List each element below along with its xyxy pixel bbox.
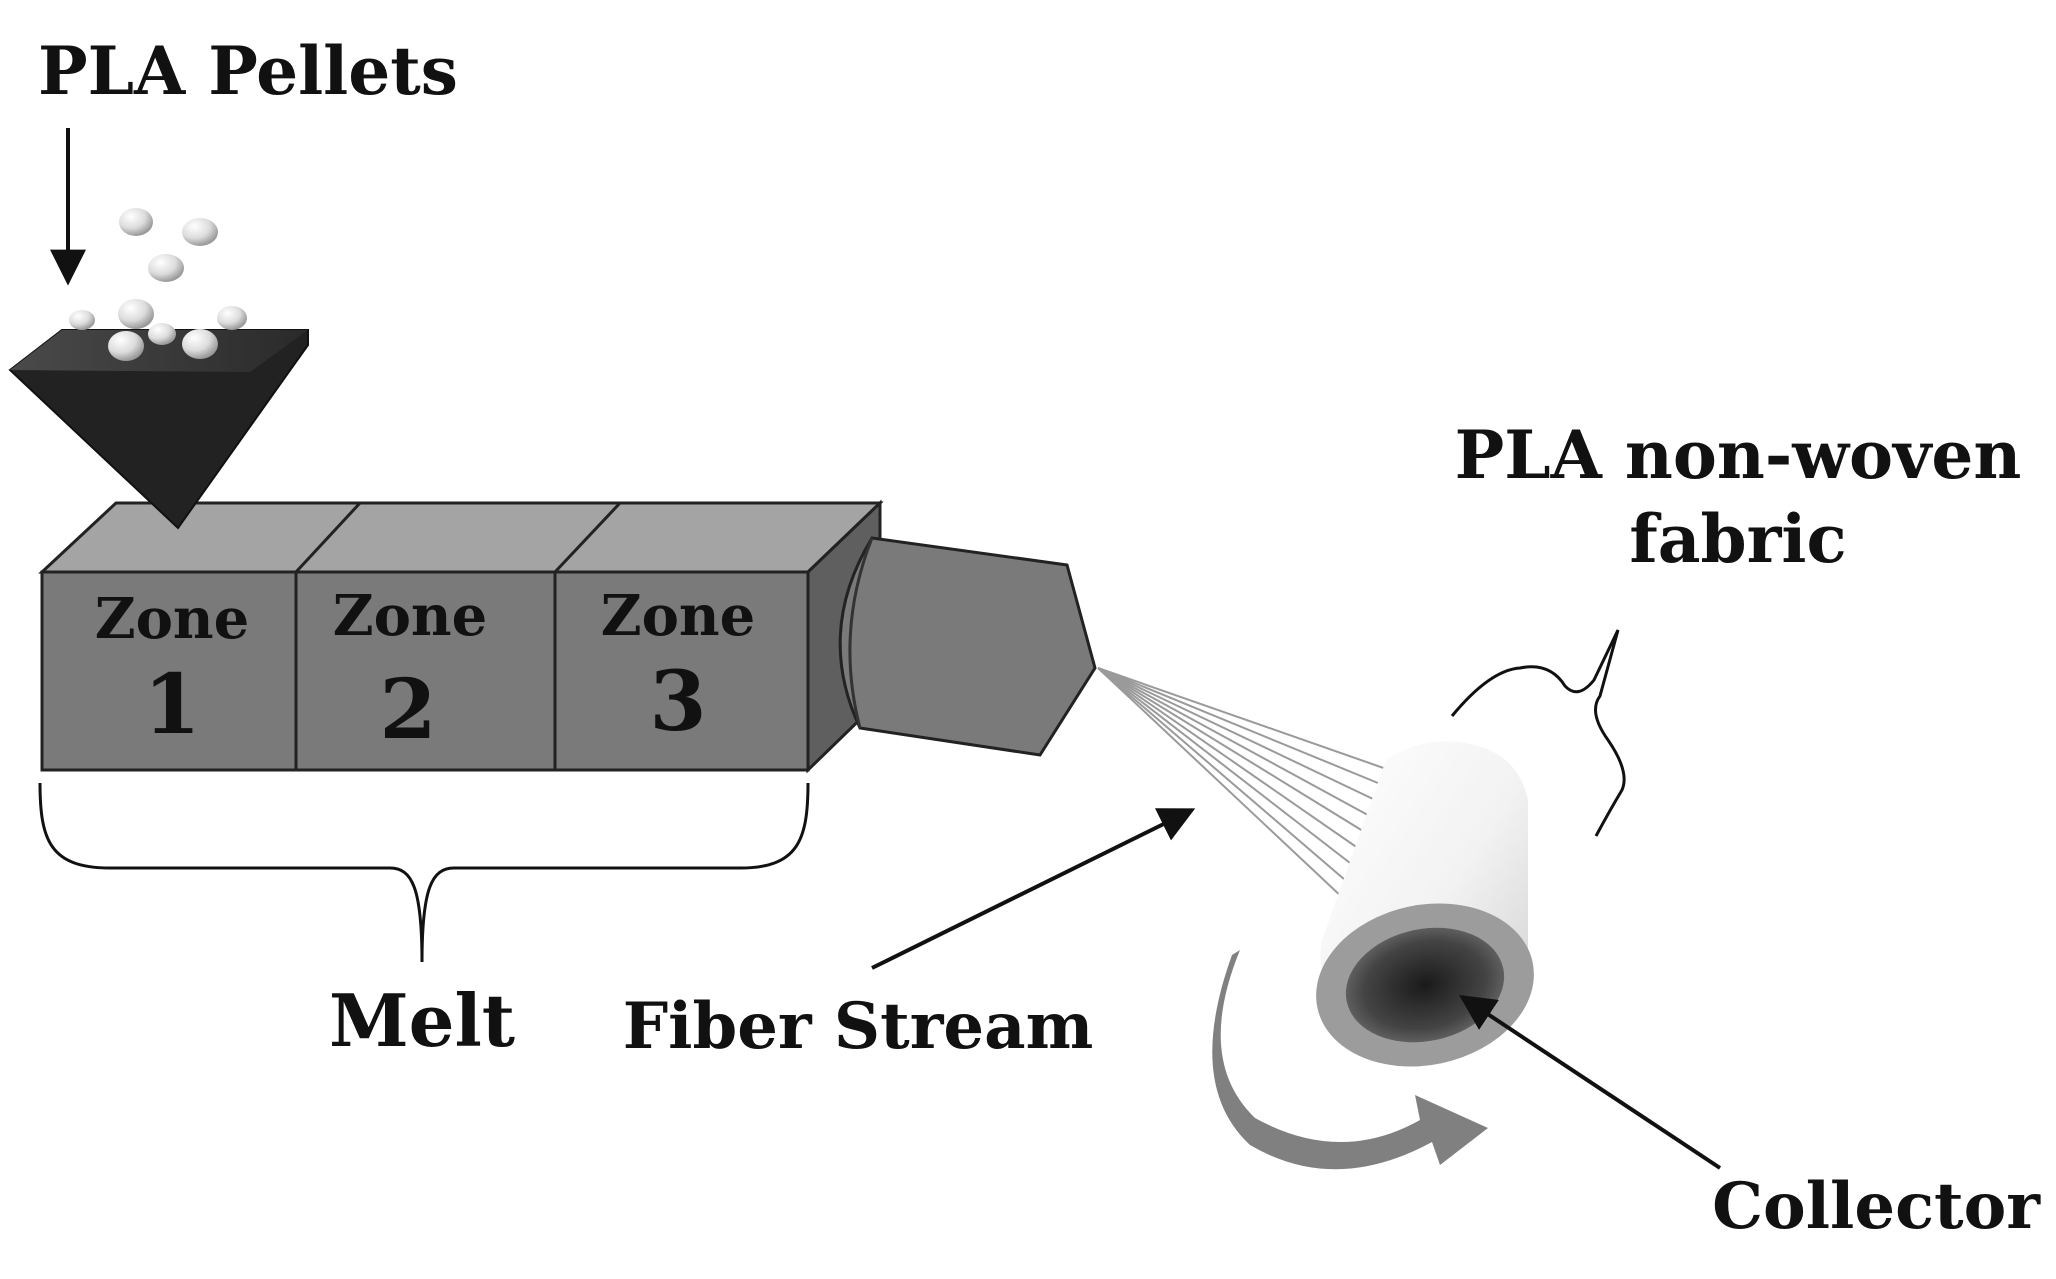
pellet (148, 323, 176, 345)
hopper (8, 329, 309, 530)
zone-1-face (40, 570, 298, 772)
rotation-arrow (1212, 950, 1488, 1170)
pellet (119, 208, 153, 236)
pellet (182, 218, 218, 246)
pellets (69, 208, 247, 361)
fabric-label-line2: fabric (1629, 500, 1846, 578)
melt-brace (38, 782, 810, 963)
zone-3-word: Zone (601, 583, 756, 649)
zone-3-face (553, 570, 810, 772)
zone-1-word: Zone (95, 586, 250, 652)
zone-2-number: 2 (379, 662, 436, 758)
fabric-label-line1: PLA non-woven (1455, 416, 2022, 494)
zone-2-face (294, 570, 557, 772)
collector-cylinder (1316, 741, 1534, 1067)
pellet (148, 254, 184, 282)
zone-1-number: 1 (143, 657, 200, 753)
pellet (182, 329, 218, 359)
zone-3-number: 3 (649, 654, 706, 750)
pellet (69, 310, 95, 330)
extruder-barrel (38, 499, 884, 774)
pellet (118, 299, 154, 329)
pellets-label: PLA Pellets (38, 32, 458, 110)
fiber-stream (1097, 667, 1396, 915)
pellet (217, 306, 247, 330)
collector-arrow (1458, 995, 1722, 1170)
die-nozzle (838, 536, 1097, 757)
melt-label: Melt (329, 978, 515, 1063)
pellet (108, 331, 144, 361)
fabric-fiber-squiggle (1450, 629, 1626, 837)
fiber-stream-label: Fiber Stream (623, 989, 1094, 1064)
fiber-stream-arrow (871, 808, 1196, 970)
collector-label: Collector (1712, 1169, 2041, 1244)
zone-2-word: Zone (333, 583, 488, 649)
